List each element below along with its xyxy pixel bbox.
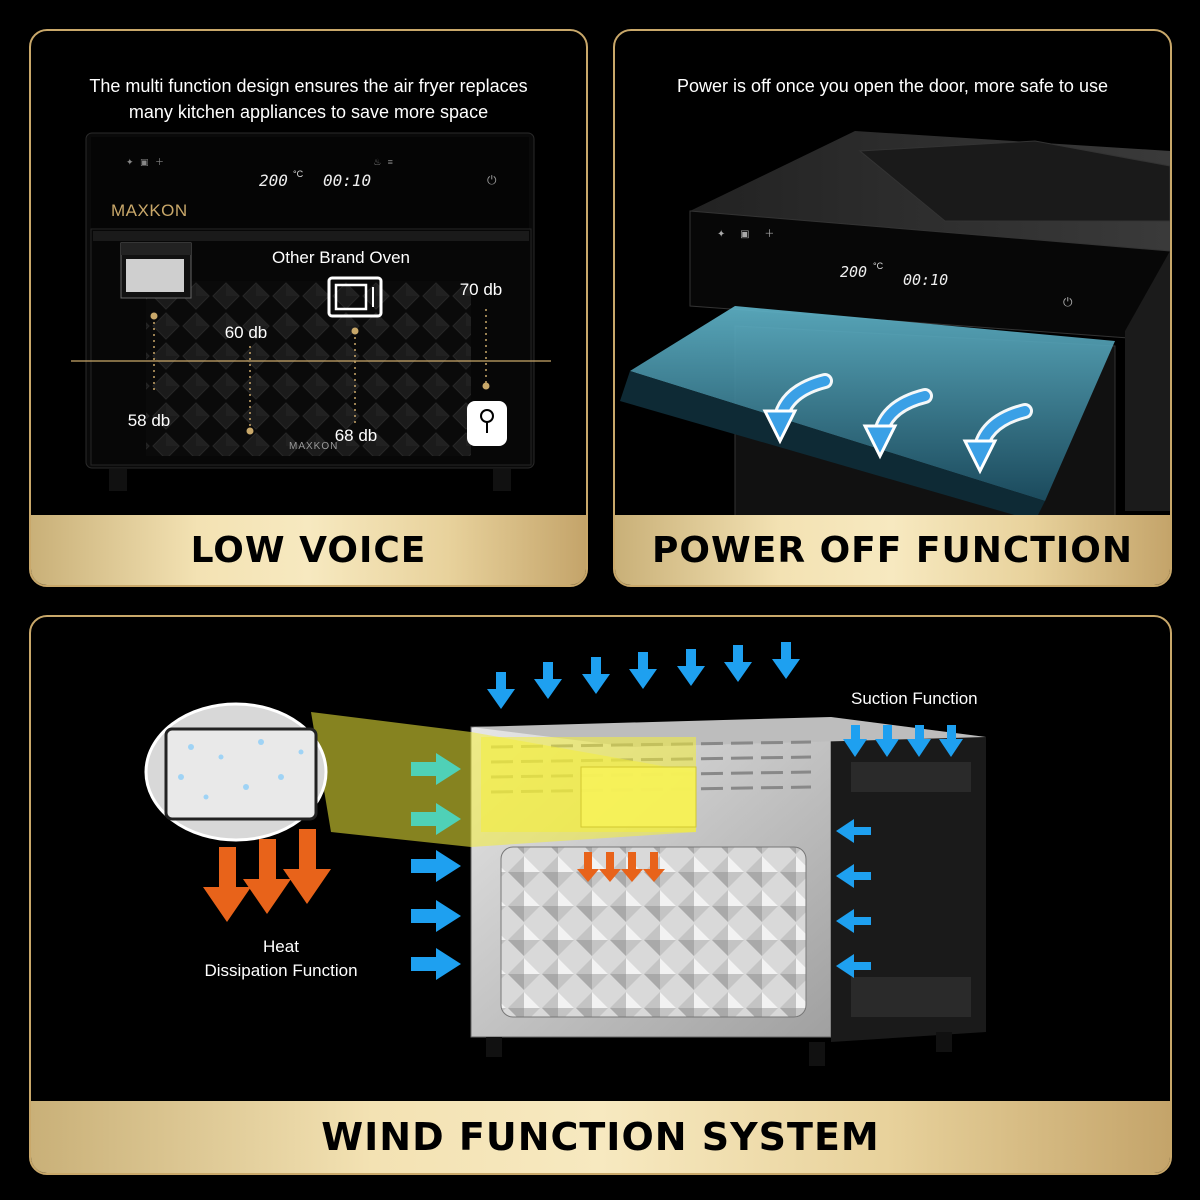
control-icons: ✦ ▣ ＋ ♨ ≡ — [126, 157, 395, 167]
low-voice-title: LOW VOICE — [190, 529, 427, 571]
low-voice-caption: The multi function design ensures the ai… — [31, 73, 586, 125]
power-off-power-icon: ⏻ — [1063, 295, 1073, 309]
power-off-title-band: POWER OFF FUNCTION — [615, 515, 1170, 585]
low-voice-caption-line2: many kitchen appliances to save more spa… — [128, 102, 489, 122]
maxkon-brand-logo: MAXKON — [111, 201, 188, 220]
wind-function-panel: Suction Function Heat Dissipation Functi… — [29, 615, 1172, 1175]
level-58-db: 58 db — [127, 411, 171, 430]
control-temp-display: 200 — [259, 171, 288, 190]
level-70-db: 70 db — [459, 280, 503, 299]
other-brand-oven-label: Other Brand Oven — [272, 248, 410, 267]
level-60-db: 60 db — [224, 323, 268, 342]
heat-dissipation-label: Heat Dissipation Function — [181, 935, 381, 983]
heat-label-line1: Heat — [263, 937, 299, 956]
power-off-temp-unit: °C — [873, 261, 884, 271]
power-off-time-display: 00:10 — [903, 271, 949, 289]
power-off-caption: Power is off once you open the door, mor… — [677, 76, 1108, 96]
wind-title-band: WIND FUNCTION SYSTEM — [31, 1101, 1170, 1173]
power-off-panel: Power is off once you open the door, mor… — [613, 29, 1172, 587]
maxkon-oven-front-illustration — [71, 132, 551, 491]
control-time-display: 00:10 — [323, 171, 372, 190]
low-voice-title-band: LOW VOICE — [31, 515, 586, 585]
power-off-title: POWER OFF FUNCTION — [652, 529, 1133, 571]
suction-function-label: Suction Function — [851, 689, 978, 708]
wind-title: WIND FUNCTION SYSTEM — [321, 1115, 880, 1159]
heat-label-line2: Dissipation Function — [204, 961, 358, 980]
oven-open-door-illustration — [620, 131, 1170, 521]
control-temp-unit: °C — [293, 169, 304, 179]
wind-system-illustration — [144, 642, 986, 1066]
low-voice-caption-line1: The multi function design ensures the ai… — [89, 76, 528, 96]
power-off-control-icons: ✦ ▣ ＋ — [717, 229, 781, 240]
low-voice-panel: The multi function design ensures the ai… — [29, 29, 588, 587]
maxkon-door-logo: MAXKON — [289, 441, 339, 452]
power-off-temp-display: 200 — [840, 263, 868, 281]
level-68-db: 68 db — [334, 426, 378, 445]
power-icon: ⏻ — [487, 173, 497, 187]
